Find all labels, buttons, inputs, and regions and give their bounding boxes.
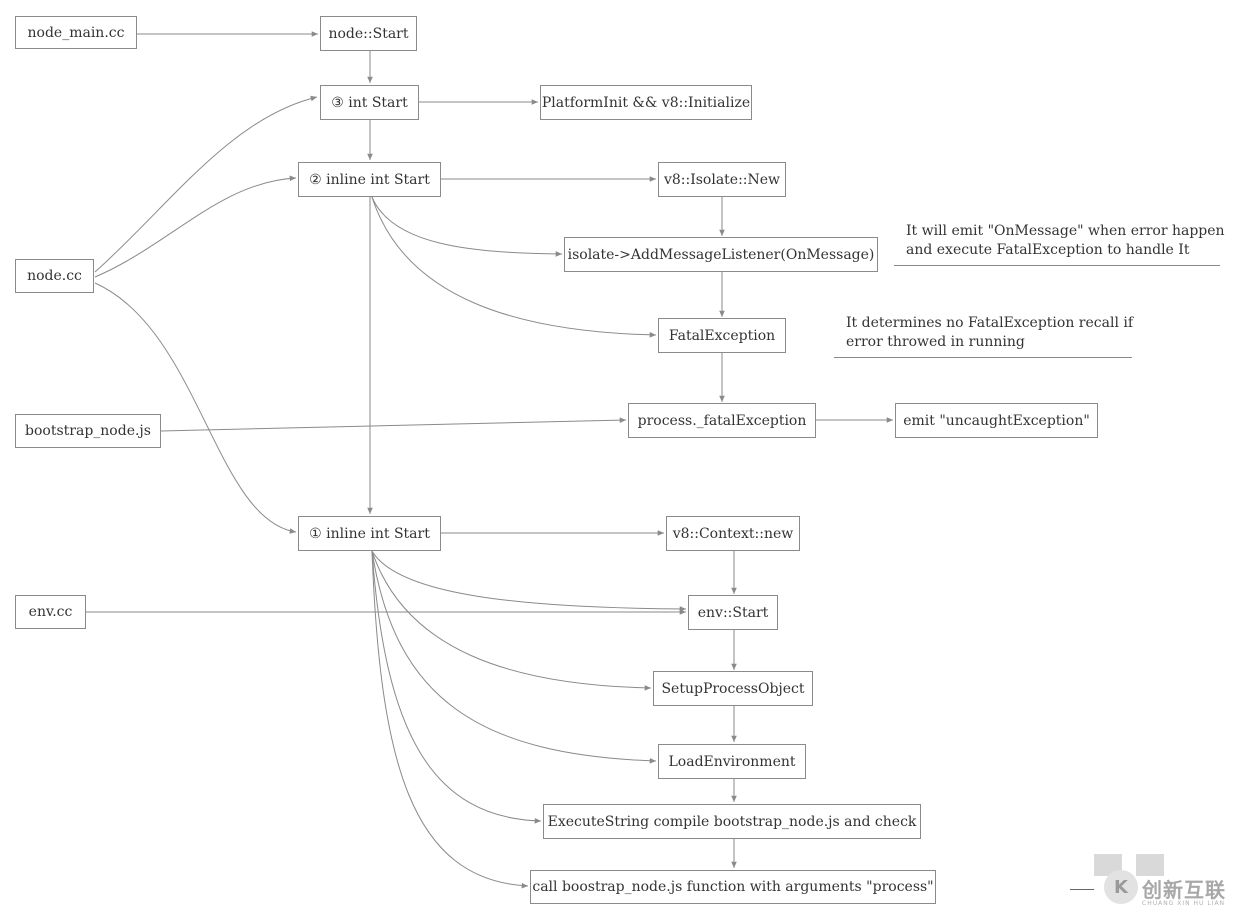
node-start-box: node::Start (320, 16, 417, 51)
platform-init-box: PlatformInit && v8::Initialize (540, 85, 752, 120)
fatal-exception-box: FatalException (658, 318, 786, 353)
note-recall-underline (834, 357, 1132, 358)
call-bootstrap-box: call boostrap_node.js function with argu… (530, 870, 936, 904)
edge-inline-start-1-to-execute-string (371, 550, 542, 824)
watermark-logo-icon: K (1104, 870, 1138, 904)
add-message-listener-box: isolate->AddMessageListener(OnMessage) (564, 237, 878, 272)
edge-inline-start-1-to-load-env (371, 550, 657, 764)
int-start-3-box: ③ int Start (320, 85, 419, 120)
setup-process-object-box: SetupProcessObject (653, 671, 813, 706)
env-cc-box: env.cc (15, 595, 86, 629)
note-recall: It determines no FatalException recall i… (846, 314, 1133, 352)
process-fatal-exception-box: process._fatalException (628, 403, 816, 438)
watermark-square-right (1136, 854, 1164, 876)
node-main-cc-box: node_main.cc (15, 16, 137, 49)
node-cc-box: node.cc (15, 259, 94, 293)
note-on-message: It will emit "OnMessage" when error happ… (906, 222, 1225, 260)
inline-start-2-box: ② inline int Start (298, 162, 441, 197)
edge-node-cc-to-int-start (94, 95, 318, 273)
note-recall-line2: error throwed in running (846, 334, 1025, 350)
inline-start-1-box: ① inline int Start (298, 516, 441, 551)
emit-uncaught-box: emit "uncaughtException" (895, 403, 1098, 438)
edge-inline-start-1-to-setup-process (371, 550, 652, 691)
execute-string-box: ExecuteString compile bootstrap_node.js … (543, 804, 921, 839)
bootstrap-node-js-box: bootstrap_node.js (15, 414, 161, 448)
watermark-brand-sub: CHUANG XIN HU LIAN (1142, 900, 1226, 907)
edge-inline-start-1-to-call-bootstrap (371, 550, 529, 889)
note-on-message-line2: and execute FatalException to handle It (906, 242, 1190, 258)
note-on-message-underline (894, 265, 1220, 266)
watermark-dash (1070, 889, 1094, 890)
note-on-message-line1: It will emit "OnMessage" when error happ… (906, 223, 1225, 239)
edge-bootstrap-to-process-fatal (160, 417, 627, 432)
edge-inline-start-1-to-env-start (371, 550, 687, 612)
isolate-new-box: v8::Isolate::New (658, 162, 786, 197)
edge-inline-start-2-to-fatal-exception (371, 196, 657, 338)
load-environment-box: LoadEnvironment (658, 744, 806, 779)
watermark-brand: 创新互联 (1142, 878, 1226, 902)
edge-node-cc-to-inline-start-2 (94, 175, 297, 278)
context-new-box: v8::Context::new (666, 516, 800, 551)
edge-inline-start-2-to-add-listener (371, 196, 563, 257)
watermark: K 创新互联 CHUANG XIN HU LIAN (1068, 848, 1240, 918)
edge-node-cc-to-inline-start-1 (94, 282, 297, 534)
env-start-box: env::Start (688, 595, 778, 630)
note-recall-line1: It determines no FatalException recall i… (846, 315, 1134, 331)
